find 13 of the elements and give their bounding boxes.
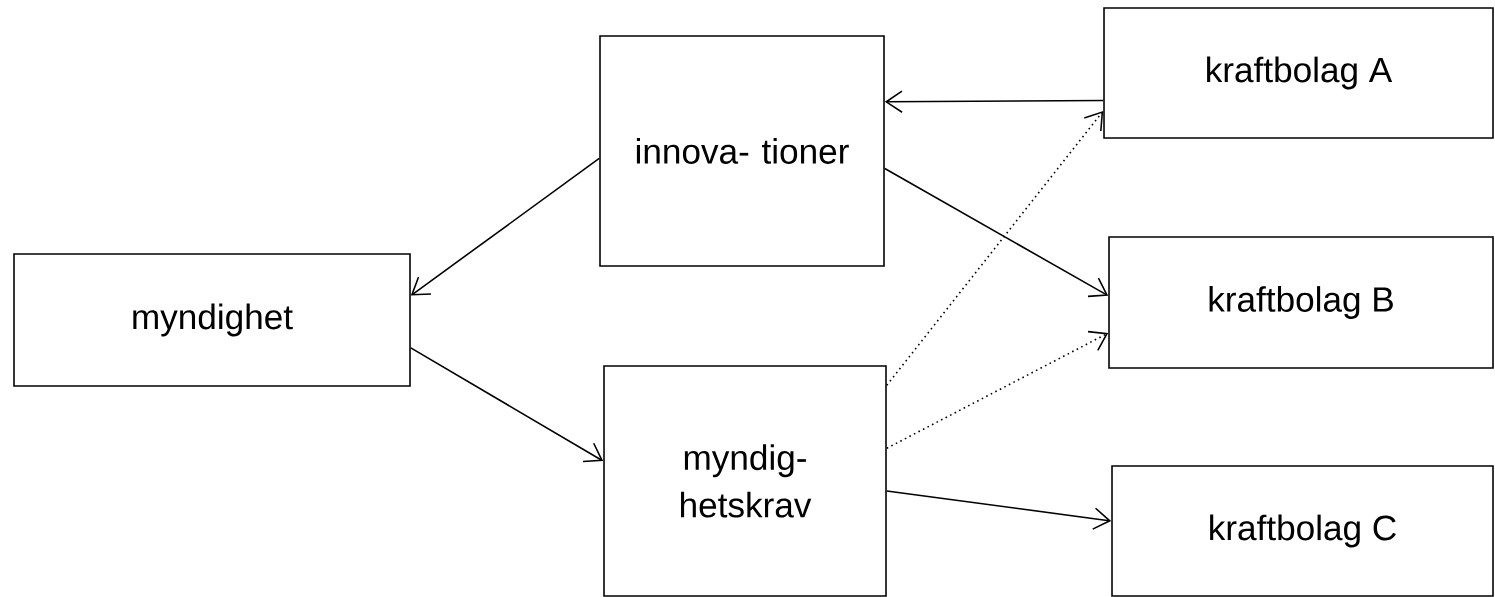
text-box: kraftbolag A: [1103, 7, 1494, 139]
arrow: [884, 90, 1104, 114]
arrow: [884, 167, 1109, 298]
arrow: [410, 157, 600, 296]
arrow: [886, 490, 1112, 530]
text-box: innova- tioner: [599, 35, 885, 267]
arrow: [886, 110, 1104, 387]
text-box: kraftbolag B: [1108, 236, 1494, 369]
arrow: [410, 347, 604, 463]
text-box: myndig- hetskrav: [603, 365, 887, 597]
arrow: [886, 330, 1109, 450]
text-box: kraftbolag C: [1111, 465, 1494, 597]
text-box: myndighet: [13, 253, 411, 387]
